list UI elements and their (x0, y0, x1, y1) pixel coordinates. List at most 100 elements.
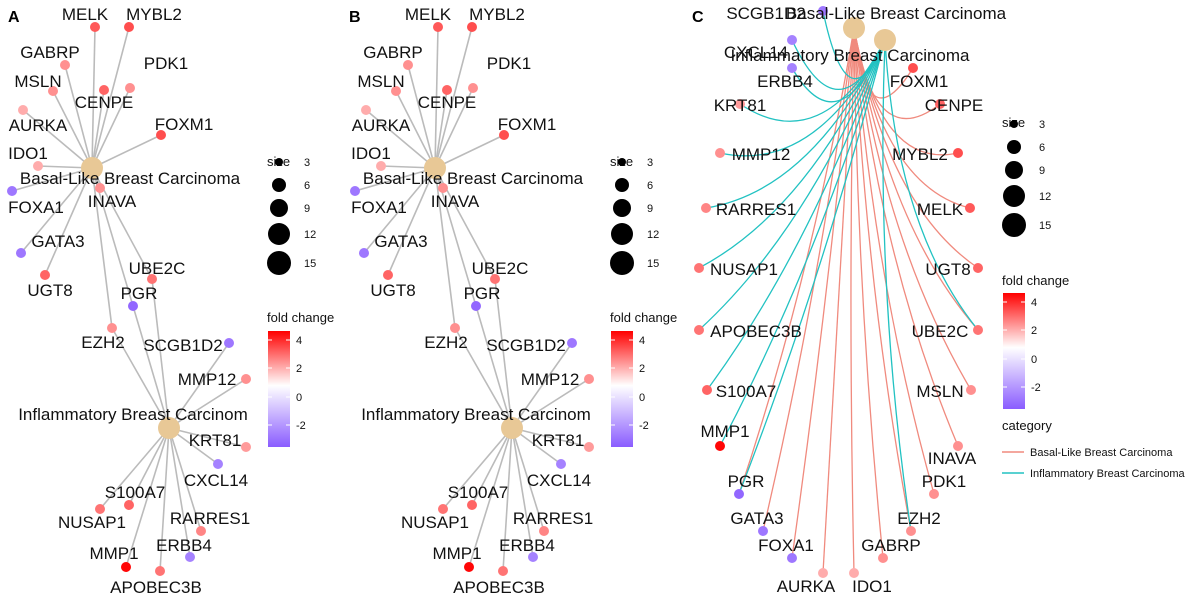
gene-node-ugt8 (973, 263, 983, 273)
gene-label-ugt8: UGT8 (370, 281, 415, 300)
fold-tick-label-2: 2 (1031, 325, 1037, 337)
gene-node-foxm1 (156, 130, 166, 140)
gene-node-rarres1 (701, 203, 711, 213)
gene-node-erbb4 (185, 552, 195, 562)
edge-ezh2-inflam (882, 39, 912, 532)
edge-cenpe-basal (434, 89, 448, 169)
edge-ube2c-inflam (151, 278, 170, 429)
gene-node-ube2c (490, 274, 500, 284)
edge-cenpe-basal (91, 89, 105, 169)
fold-change-legend-title: fold change (610, 310, 677, 325)
size-key-circle-9 (270, 199, 288, 217)
gene-label-foxm1: FOXM1 (155, 115, 214, 134)
size-key-label-9: 9 (304, 203, 310, 215)
gene-node-nusap1 (95, 504, 105, 514)
fold-change-ticks: 420-2 (1003, 297, 1041, 394)
gene-label-aurka: AURKA (9, 116, 68, 135)
fold-tick-label--2: -2 (639, 420, 649, 432)
gene-label-s100a7: S100A7 (716, 382, 777, 401)
fold-change-colorbar (611, 331, 633, 447)
edge-msln-basal (395, 90, 436, 169)
gene-node-foxm1 (499, 130, 509, 140)
panel-letter-c: C (692, 9, 704, 26)
edge-erbb4-inflam (511, 427, 534, 558)
gene-label-rarres1: RARRES1 (513, 509, 593, 528)
gene-node-gabrp (60, 60, 70, 70)
category-label-basal: Basal-Like Breast Carcinoma (786, 4, 1007, 23)
edge-foxm1-basal (91, 134, 162, 169)
gene-label-nusap1: NUSAP1 (710, 260, 778, 279)
edge-s100a7-inflam (471, 427, 513, 506)
gene-label-ezh2: EZH2 (424, 333, 467, 352)
size-key-label-3: 3 (647, 157, 653, 169)
size-key-label-9: 9 (647, 203, 653, 215)
gene-node-pdk1 (929, 489, 939, 499)
gene-label-melk: MELK (62, 5, 109, 24)
size-key-circle-15 (267, 251, 291, 275)
size-key-label-6: 6 (304, 180, 310, 192)
edge-melk-basal (434, 26, 439, 169)
edge-krt81-inflam (739, 39, 886, 122)
category-node-inflammatory (874, 29, 896, 51)
gene-node-foxm1 (908, 63, 918, 73)
gene-label-gabrp: GABRP (363, 43, 423, 62)
gene-node-mmp1 (715, 441, 725, 451)
gene-label-apobec3b: APOBEC3B (453, 578, 545, 597)
edge-msln-basal (52, 90, 93, 169)
gene-label-inava: INAVA (88, 192, 137, 211)
gene-label-pdk1: PDK1 (144, 54, 188, 73)
network-panel-a: Basal-Like Breast CarcinomaInflammatory … (7, 5, 251, 597)
gene-node-ube2c (147, 274, 157, 284)
edges (698, 10, 979, 574)
gene-label-gata3: GATA3 (31, 232, 84, 251)
gene-node-s100a7 (702, 385, 712, 395)
edge-scgb1d2-inflam (168, 342, 230, 429)
gene-label-aurka: AURKA (777, 577, 836, 596)
gene-label-ido1: IDO1 (351, 144, 391, 163)
gene-label-apobec3b: APOBEC3B (110, 578, 202, 597)
edge-ezh2-basal (434, 167, 456, 329)
gene-label-aurka: AURKA (352, 116, 411, 135)
edge-gata3-basal (363, 167, 436, 254)
edge-ugt8-basal (853, 27, 979, 269)
fold-change-legend-title: fold change (1002, 273, 1069, 288)
edge-mmp12-inflam (168, 378, 247, 429)
fold-change-legend-title: fold change (267, 310, 334, 325)
gene-label-mybl2: MYBL2 (126, 5, 182, 24)
gene-label-foxa1: FOXA1 (8, 198, 64, 217)
gene-label-msln: MSLN (357, 72, 404, 91)
edge-ugt8-basal (387, 167, 436, 276)
edge-rarres1-inflam (511, 427, 545, 532)
gene-node-apobec3b (155, 566, 165, 576)
edge-ezh2-basal (853, 27, 912, 532)
gene-node-msln (48, 86, 58, 96)
gene-node-krt81 (241, 442, 251, 452)
gene-label-gabrp: GABRP (861, 536, 921, 555)
gene-label-rarres1: RARRES1 (716, 200, 796, 219)
gene-node-gata3 (359, 248, 369, 258)
size-key-circle-3 (1010, 120, 1018, 128)
gene-node-scgb1d2 (567, 338, 577, 348)
fold-tick-label-0: 0 (296, 392, 302, 404)
edge-s100a7-inflam (706, 39, 886, 391)
gene-label-mybl2: MYBL2 (469, 5, 525, 24)
edge-mmp1-inflam (468, 427, 513, 568)
gene-node-rarres1 (196, 526, 206, 536)
gene-label-ube2c: UBE2C (912, 322, 969, 341)
edges (354, 26, 590, 572)
edge-nusap1-inflam (698, 39, 886, 269)
edge-erbb4-inflam (791, 39, 886, 103)
gene-label-melk: MELK (405, 5, 452, 24)
gene-label-cenpe: CENPE (75, 93, 134, 112)
edge-s100a7-inflam (128, 427, 170, 506)
fold-change-colorbar (268, 331, 290, 447)
gene-label-s100a7: S100A7 (105, 483, 166, 502)
gene-node-krt81 (735, 99, 745, 109)
size-key-circle-12 (268, 223, 290, 245)
gene-label-pdk1: PDK1 (487, 54, 531, 73)
edge-gabrp-basal (407, 64, 436, 169)
gene-node-foxa1 (7, 186, 17, 196)
